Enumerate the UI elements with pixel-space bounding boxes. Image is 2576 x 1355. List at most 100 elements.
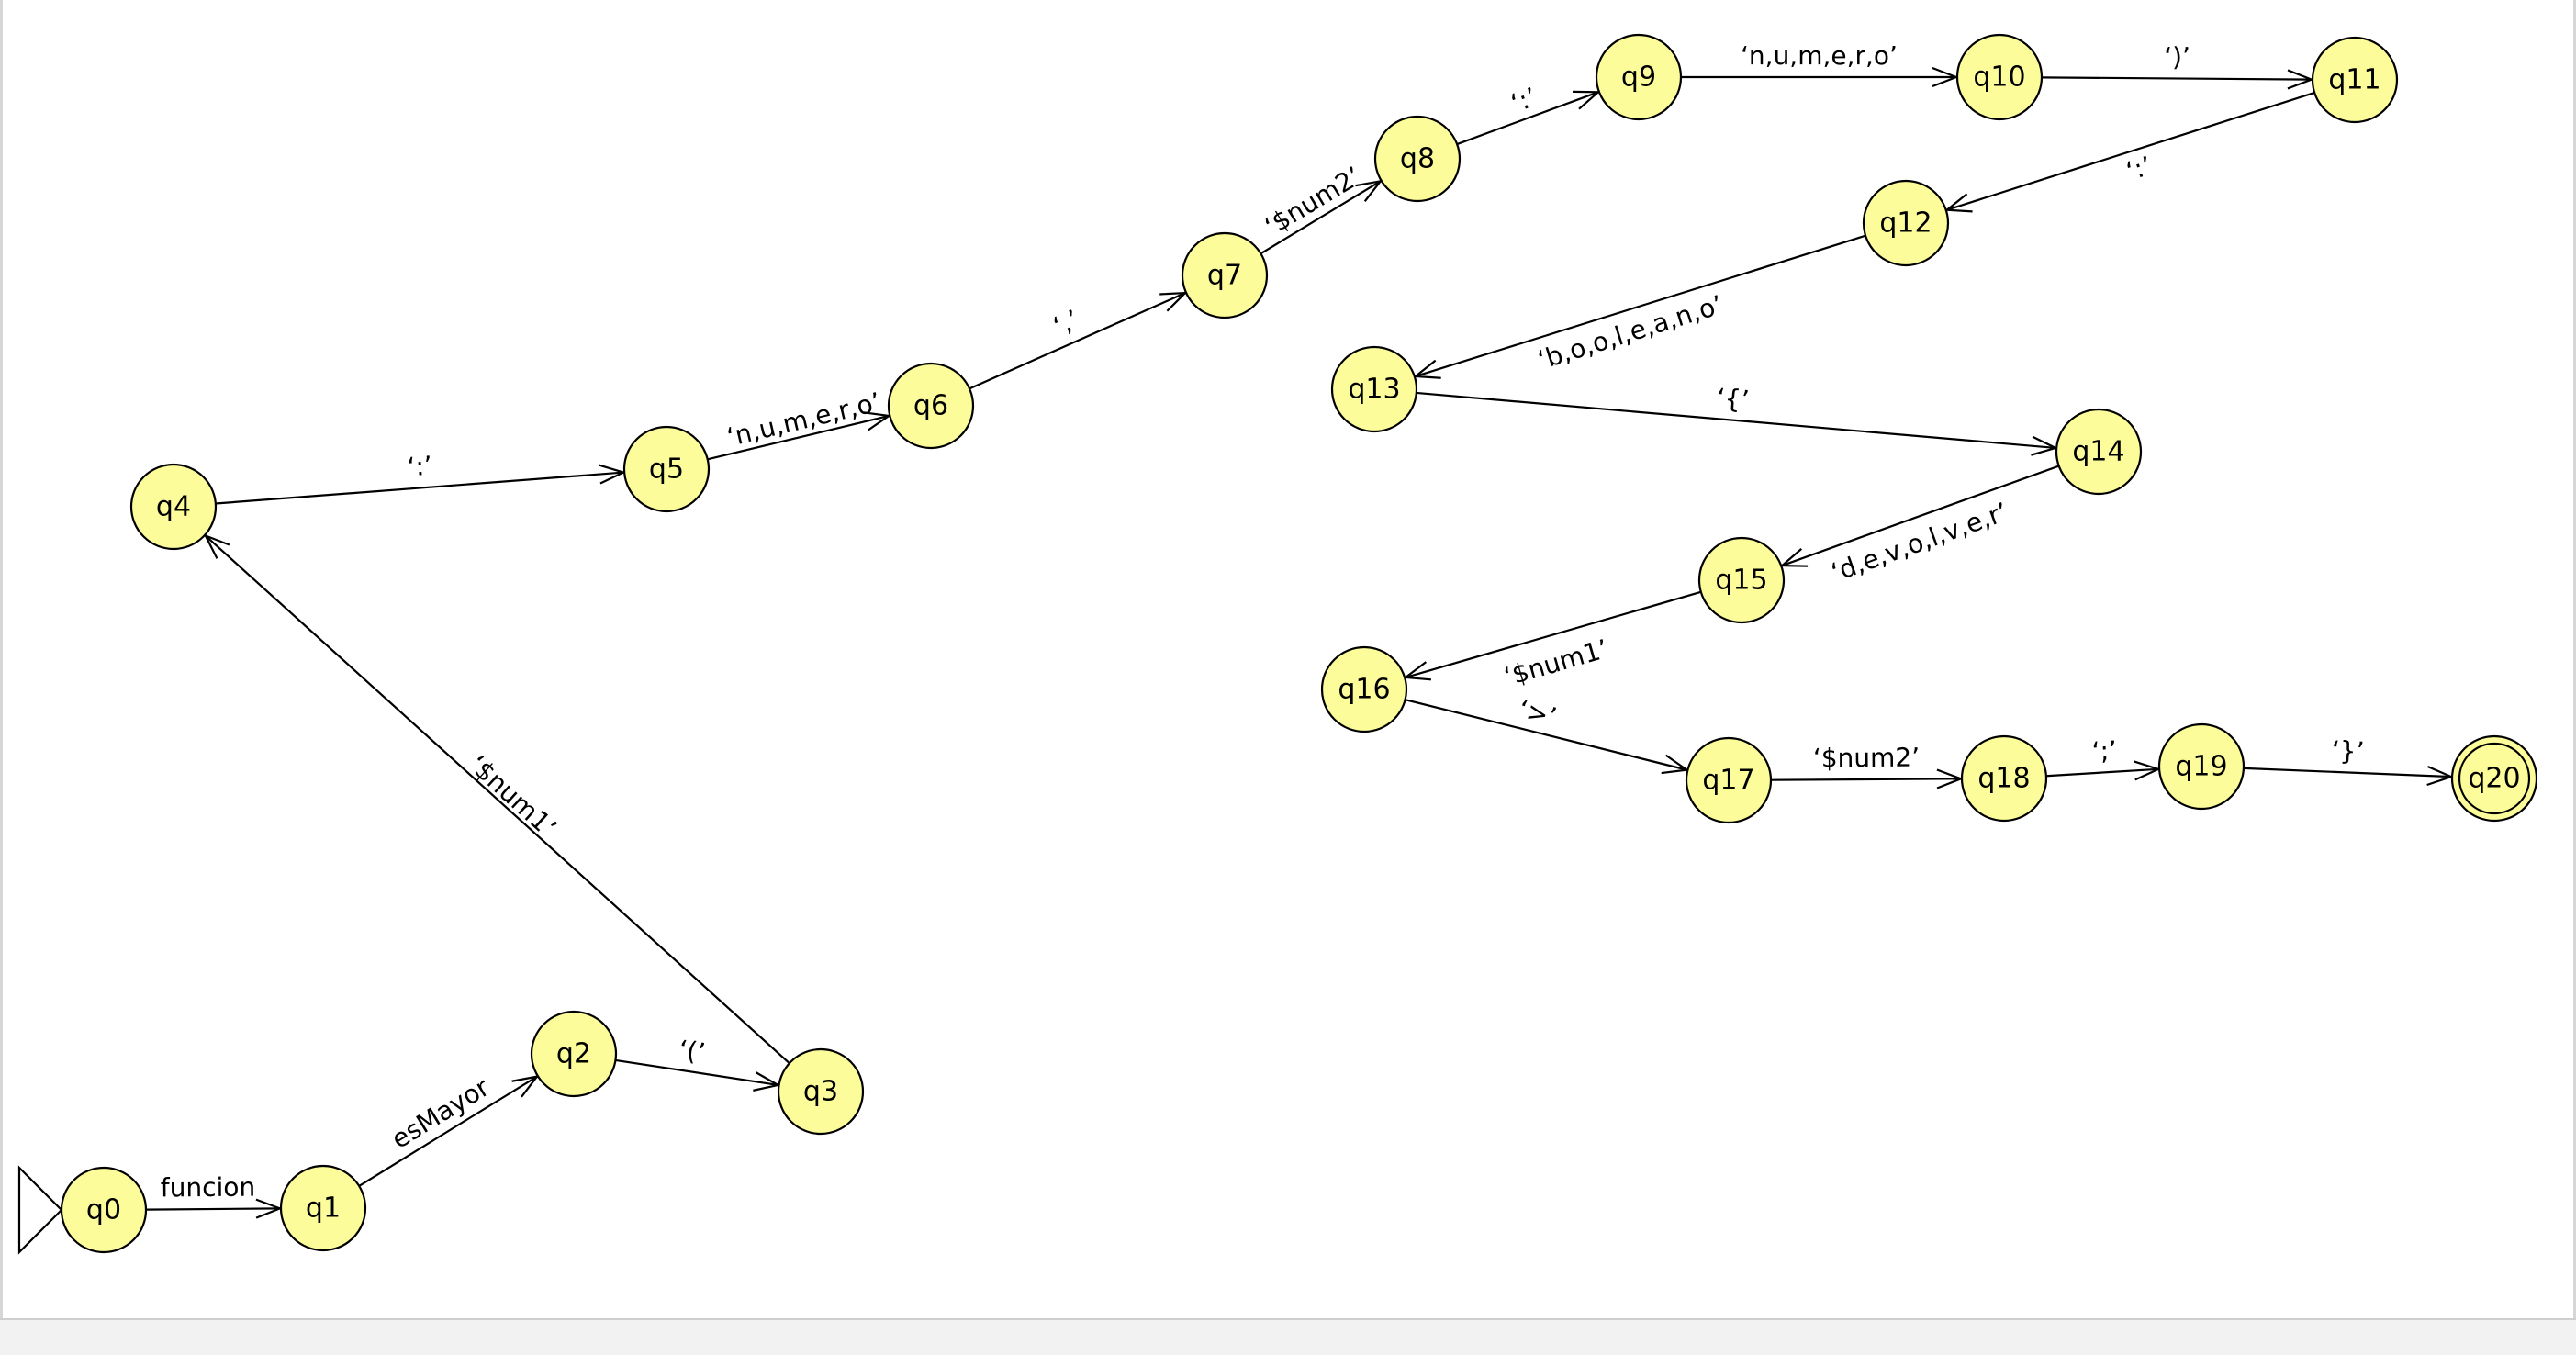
transition-arrow[interactable] xyxy=(358,1077,537,1187)
transition-label[interactable]: ‘$num2’ xyxy=(1813,743,1920,774)
state-label[interactable]: q18 xyxy=(1977,763,2030,795)
transition-q18-q19[interactable]: ‘;’ xyxy=(2045,735,2158,777)
state-label[interactable]: q3 xyxy=(803,1076,838,1108)
state-label[interactable]: q6 xyxy=(913,390,948,422)
state-q7[interactable]: q7 xyxy=(1181,231,1269,319)
state-circle[interactable] xyxy=(2157,722,2246,811)
state-circle[interactable] xyxy=(129,463,218,551)
state-label[interactable]: q2 xyxy=(556,1038,591,1070)
state-label[interactable]: q10 xyxy=(1973,62,2025,94)
transition-arrow[interactable] xyxy=(707,416,890,461)
state-circle[interactable] xyxy=(1330,345,1418,433)
transition-label[interactable]: ‘d,e,v,o,l,v,e,r’ xyxy=(1827,497,2011,588)
transition-arrow[interactable] xyxy=(1406,590,1702,678)
state-label[interactable]: q15 xyxy=(1715,565,1767,597)
state-circle[interactable] xyxy=(60,1166,148,1254)
state-q0[interactable]: q0 xyxy=(60,1166,148,1254)
transition-label[interactable]: ‘:’ xyxy=(2122,151,2156,187)
transition-q10-q11[interactable]: ‘)’ xyxy=(2041,41,2312,79)
state-circle[interactable] xyxy=(1862,179,1950,267)
state-label[interactable]: q8 xyxy=(1400,143,1435,175)
transition-arrow[interactable] xyxy=(2041,77,2312,79)
transition-q19-q20[interactable]: ‘}’ xyxy=(2243,735,2451,777)
transition-q6-q7[interactable]: ‘,’ xyxy=(969,293,1185,390)
state-circle[interactable] xyxy=(1320,645,1408,733)
transition-label[interactable]: ‘n,u,m,e,r,o’ xyxy=(1741,40,1898,71)
transition-arrow[interactable] xyxy=(206,536,790,1064)
state-q2[interactable]: q2 xyxy=(530,1010,618,1098)
state-circle[interactable] xyxy=(2311,36,2399,124)
transition-label[interactable]: ‘)’ xyxy=(2164,41,2190,72)
state-circle[interactable] xyxy=(1181,231,1269,319)
transition-q3-q4[interactable]: ‘$num1’ xyxy=(206,536,790,1064)
state-q18[interactable]: q18 xyxy=(1960,734,2048,823)
state-label[interactable]: q9 xyxy=(1621,62,1656,94)
transition-arrow[interactable] xyxy=(1947,91,2315,210)
transition-arrow[interactable] xyxy=(215,473,623,505)
transition-q7-q8[interactable]: ‘$num2’ xyxy=(1260,161,1381,255)
transition-label[interactable]: ‘:’ xyxy=(1506,82,1540,118)
transition-label[interactable]: ‘:’ xyxy=(407,451,434,483)
state-circle[interactable] xyxy=(1960,734,2048,823)
state-label[interactable]: q4 xyxy=(156,491,191,523)
transition-q13-q14[interactable]: ‘{’ xyxy=(1416,383,2055,448)
state-label[interactable]: q11 xyxy=(2328,64,2380,96)
transition-q5-q6[interactable]: ‘n,u,m,e,r,o’ xyxy=(707,386,890,461)
transition-arrow[interactable] xyxy=(1770,778,1961,779)
state-q10[interactable]: q10 xyxy=(1955,33,2044,121)
state-label[interactable]: q13 xyxy=(1348,374,1400,406)
state-q8[interactable]: q8 xyxy=(1373,115,1462,203)
state-circle[interactable] xyxy=(530,1010,618,1098)
state-q11[interactable]: q11 xyxy=(2311,36,2399,124)
state-circle[interactable] xyxy=(777,1047,865,1136)
state-label[interactable]: q20 xyxy=(2468,763,2520,795)
state-circle[interactable] xyxy=(622,425,711,513)
state-circle[interactable] xyxy=(1373,115,1462,203)
transition-arrow[interactable] xyxy=(1260,181,1380,255)
transition-arrow[interactable] xyxy=(969,293,1185,390)
transition-q14-q15[interactable]: ‘d,e,v,o,l,v,e,r’ xyxy=(1782,465,2060,588)
state-q6[interactable]: q6 xyxy=(887,362,975,450)
state-label[interactable]: q14 xyxy=(2072,436,2124,468)
state-q17[interactable]: q17 xyxy=(1685,736,1773,824)
state-circle[interactable] xyxy=(1955,33,2044,121)
transition-arrow[interactable] xyxy=(1456,92,1598,146)
state-circle[interactable] xyxy=(2055,408,2143,496)
state-q16[interactable]: q16 xyxy=(1320,645,1408,733)
transition-label[interactable]: ‘}’ xyxy=(2331,735,2365,767)
transition-q9-q10[interactable]: ‘n,u,m,e,r,o’ xyxy=(1681,40,1956,77)
state-q20[interactable]: q20 xyxy=(2450,734,2538,823)
state-q12[interactable]: q12 xyxy=(1862,179,1950,267)
state-q5[interactable]: q5 xyxy=(622,425,711,513)
state-label[interactable]: q19 xyxy=(2175,751,2227,783)
state-label[interactable]: q16 xyxy=(1338,674,1390,706)
transition-q8-q9[interactable]: ‘:’ xyxy=(1456,82,1598,146)
transition-q12-q13[interactable]: ‘b,o,o,l,e,a,n,o’ xyxy=(1416,234,1866,376)
state-q4[interactable]: q4 xyxy=(129,463,218,551)
transition-arrow[interactable] xyxy=(1416,234,1866,376)
transition-arrow[interactable] xyxy=(145,1208,280,1209)
state-label[interactable]: q12 xyxy=(1879,207,1932,240)
transition-arrow[interactable] xyxy=(2045,769,2158,776)
state-q1[interactable]: q1 xyxy=(279,1164,367,1252)
state-circle[interactable] xyxy=(279,1164,367,1252)
state-label[interactable]: q17 xyxy=(1702,765,1754,797)
state-circle[interactable] xyxy=(2450,734,2538,823)
transition-label[interactable]: ‘b,o,o,l,e,a,n,o’ xyxy=(1534,289,1727,375)
transition-label[interactable]: ‘$num2’ xyxy=(1260,161,1367,241)
transition-label[interactable]: ‘{’ xyxy=(1715,383,1750,416)
transition-q4-q5[interactable]: ‘:’ xyxy=(215,451,623,505)
transition-label[interactable]: ‘n,u,m,e,r,o’ xyxy=(724,386,884,453)
state-q9[interactable]: q9 xyxy=(1595,33,1683,121)
transition-q17-q18[interactable]: ‘$num2’ xyxy=(1770,743,1961,780)
state-label[interactable]: q5 xyxy=(649,454,684,486)
state-circle[interactable] xyxy=(887,362,975,450)
state-q3[interactable]: q3 xyxy=(777,1047,865,1136)
transition-arrow[interactable] xyxy=(1416,391,2055,448)
transition-label[interactable]: ‘;’ xyxy=(2091,735,2118,767)
transition-q2-q3[interactable]: ‘(’ xyxy=(615,1035,778,1085)
state-q19[interactable]: q19 xyxy=(2157,722,2246,811)
transition-q0-q1[interactable]: funcion xyxy=(145,1172,280,1210)
state-q13[interactable]: q13 xyxy=(1330,345,1418,433)
transition-label[interactable]: ‘$num1’ xyxy=(463,749,562,843)
